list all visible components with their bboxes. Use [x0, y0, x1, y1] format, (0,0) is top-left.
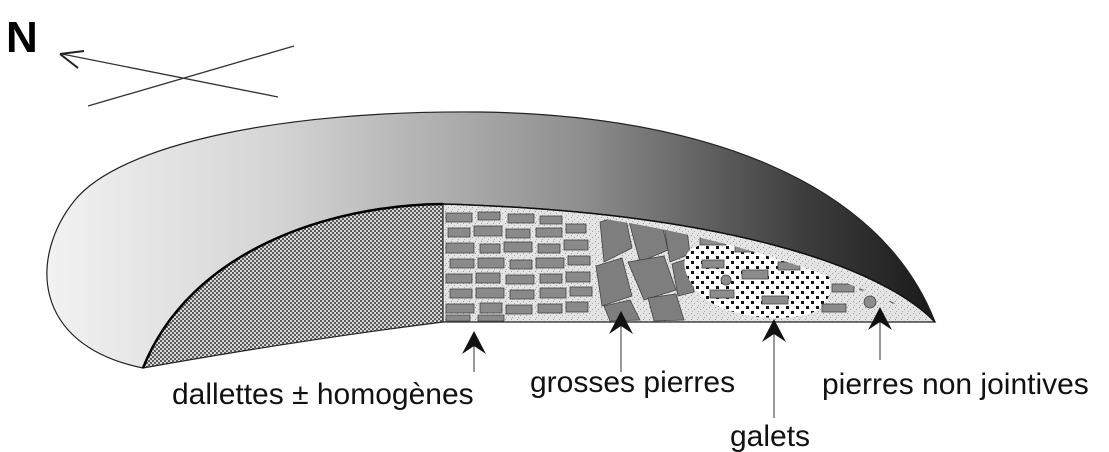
pointer-dallettes	[462, 331, 486, 372]
label-grosses-pierres: grosses pierres	[530, 366, 735, 399]
label-galets: galets	[730, 420, 810, 452]
north-label: N	[6, 13, 38, 62]
label-pierres-non-jointives: pierres non jointives	[822, 368, 1089, 401]
north-arrow-head	[60, 51, 84, 68]
label-dallettes: dallettes ± homogènes	[172, 378, 474, 411]
north-compass: N	[6, 13, 294, 106]
pointer-galets	[762, 319, 786, 418]
compass-cross-line	[88, 46, 294, 106]
